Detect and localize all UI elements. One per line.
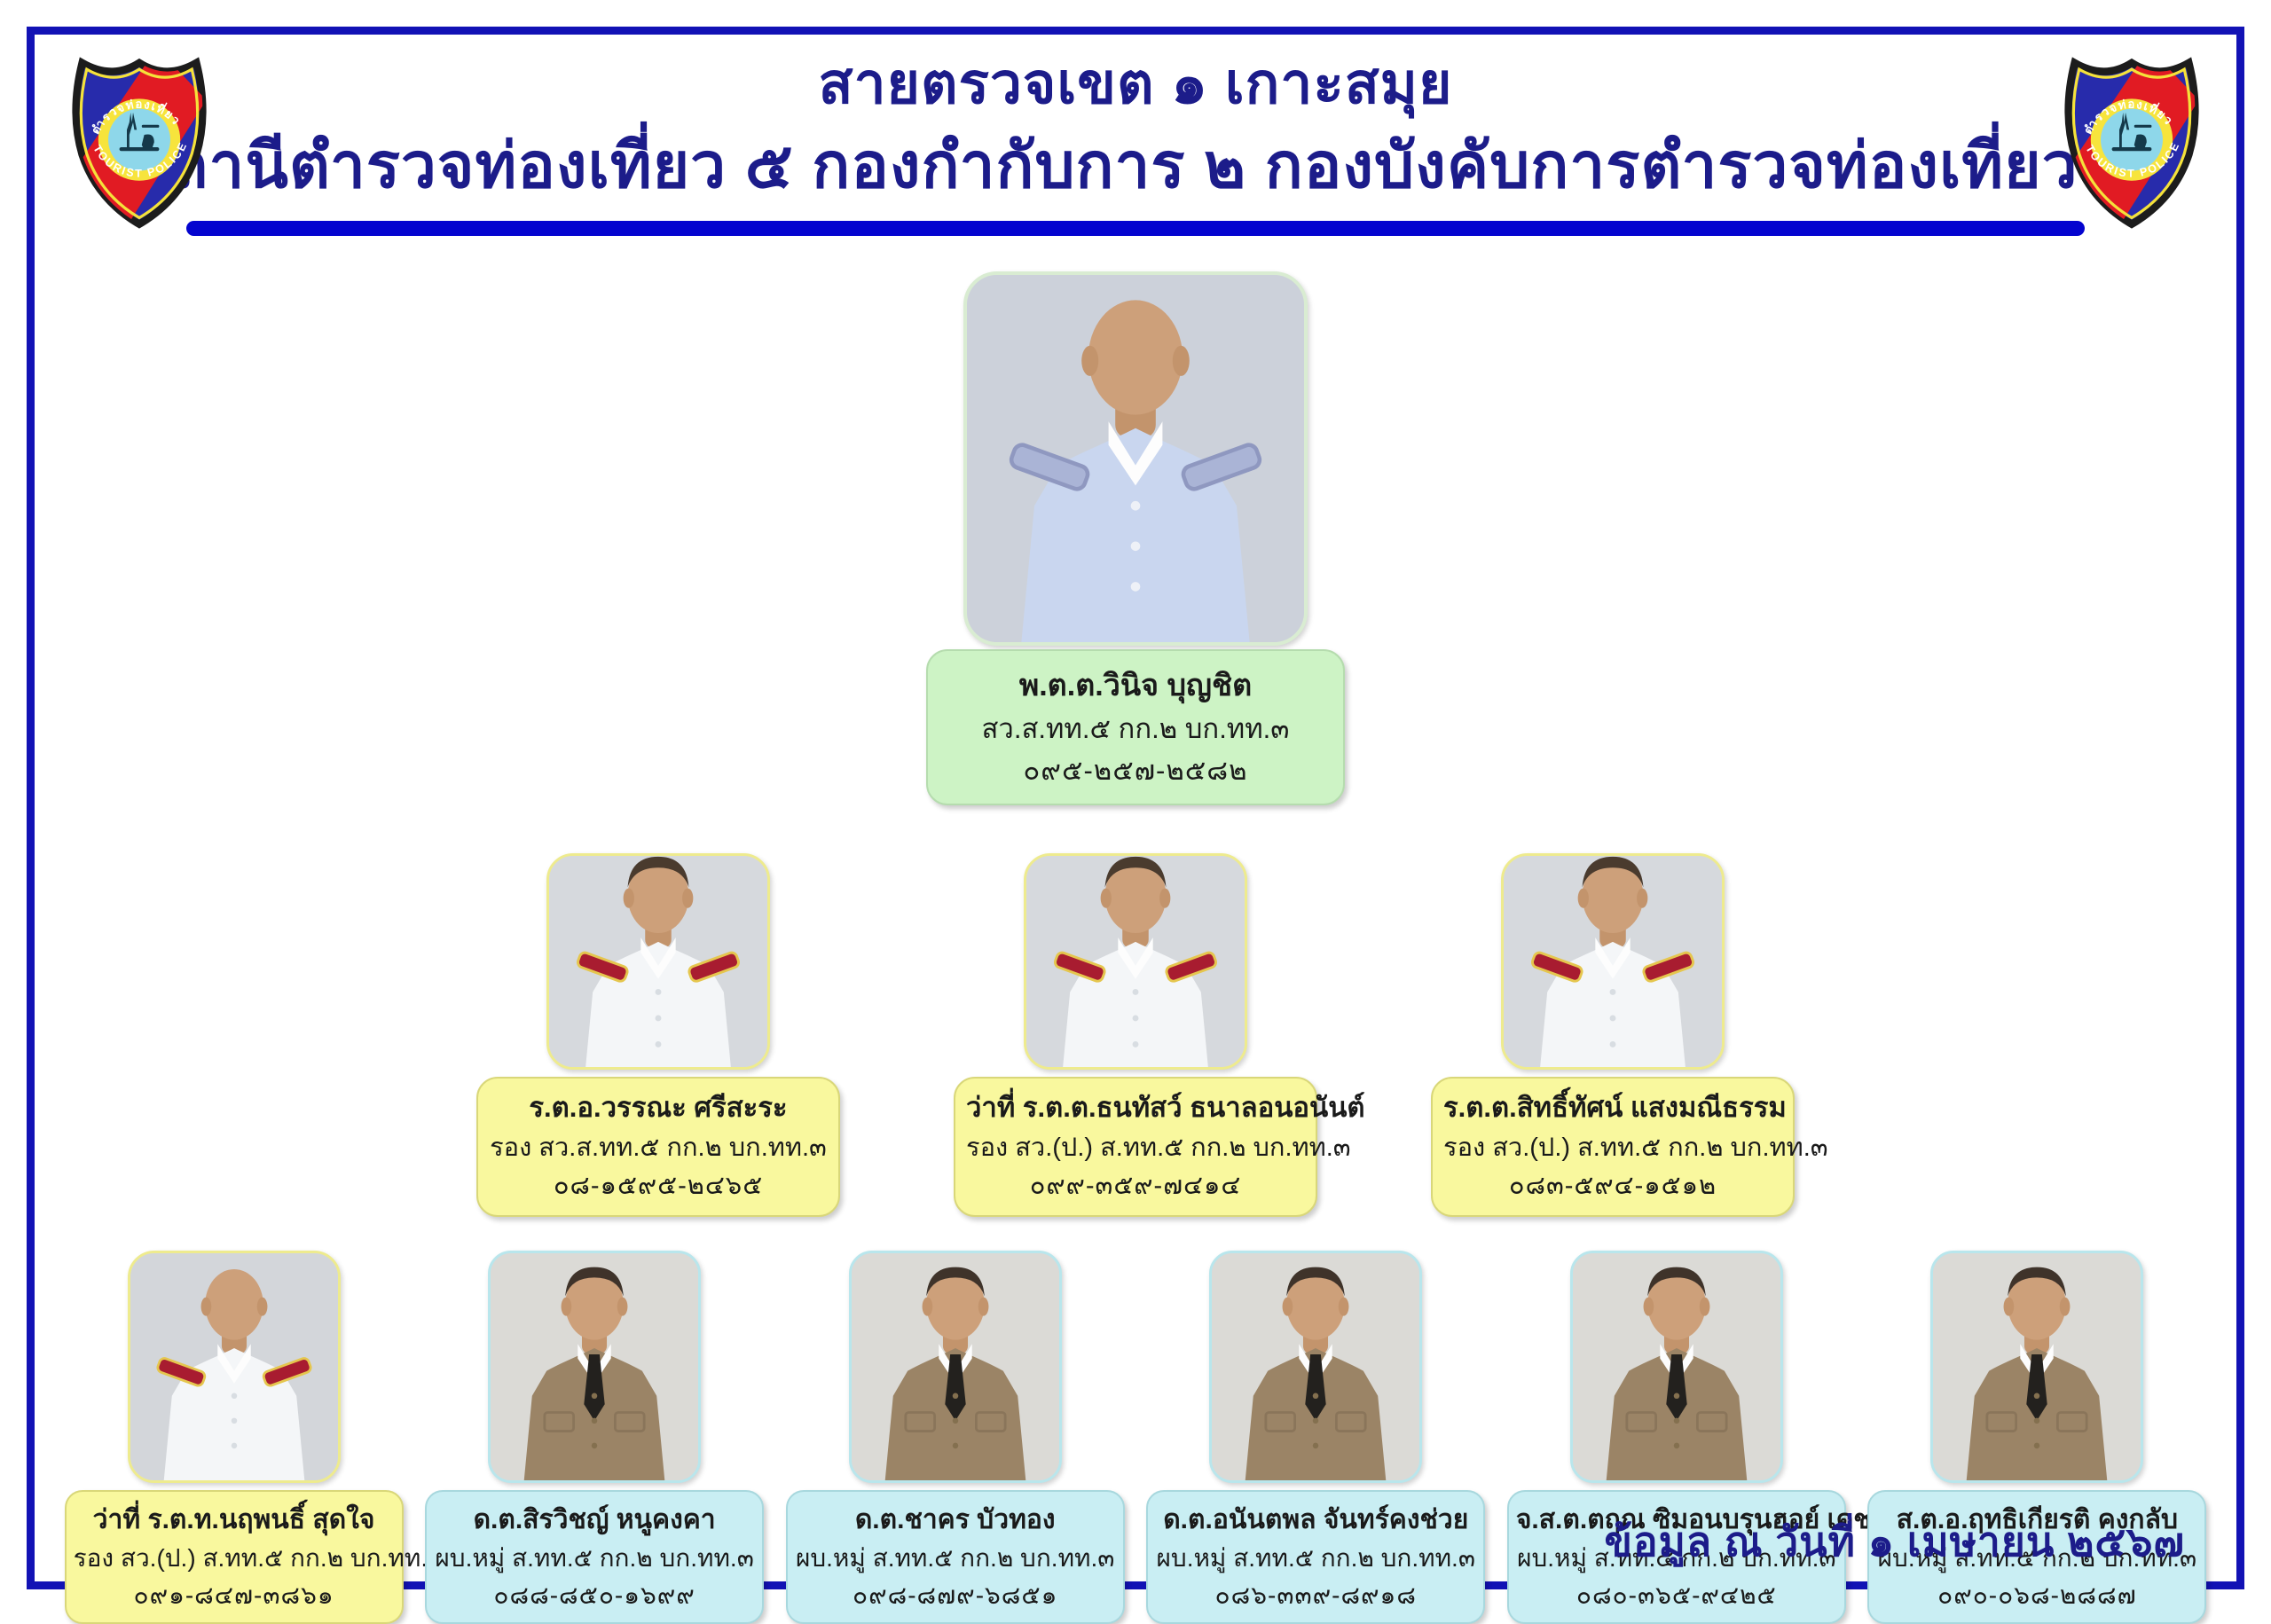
officer-phone: ๐๙๑-๘๔๗-๓๘๖๑	[133, 1581, 334, 1609]
officer-position: ผบ.หมู่ ส.ทท.๕ กก.๒ บก.ทท.๓	[795, 1543, 1115, 1572]
officer-position: ผบ.หมู่ ส.ทท.๕ กก.๒ บก.ทท.๓	[1877, 1543, 2197, 1572]
officer-photo-deputy-3	[1501, 853, 1725, 1071]
officer-card-staff-1: ว่าที่ ร.ต.ท.นฤพนธิ์ สุดใจ รอง สว.(ป.) ส…	[60, 1250, 445, 1624]
officer-photo-staff-3	[848, 1250, 1062, 1483]
officer-photo-staff-5	[1569, 1250, 1783, 1483]
officer-photo-commander	[963, 271, 1308, 647]
officer-photo-staff-1	[127, 1250, 341, 1483]
officer-label-deputy-1: ร.ต.อ.วรรณะ ศรีสะระ รอง สว.ส.ทท.๕ กก.๒ บ…	[476, 1077, 840, 1217]
officer-photo-deputy-1	[546, 853, 770, 1071]
officer-card-staff-3: ด.ต.ชาคร บัวทอง ผบ.หมู่ ส.ทท.๕ กก.๒ บก.ท…	[782, 1250, 1129, 1624]
tourist-police-badge-right	[2057, 47, 2206, 235]
officer-position: ผบ.หมู่ ส.ทท.๕ กก.๒ บก.ทท.๓	[1156, 1543, 1475, 1572]
officer-name: ด.ต.อนันตพล จันทร์คงช่วย	[1163, 1504, 1469, 1534]
title-underline	[186, 221, 2085, 237]
officer-name: ว่าที่ ร.ต.ต.ธนทัสว์ ธนาลอนอนันต์	[966, 1092, 1365, 1124]
officer-position: สว.ส.ทท.๕ กก.๒ บก.ทท.๓	[981, 713, 1290, 745]
officer-label-staff-5: จ.ส.ต.ตฤณ ซิมอนบรุนฮอย์ เดชเดโช ผบ.หมู่ …	[1506, 1489, 1930, 1624]
officer-card-commander: พ.ต.ต.วินิจ บุญชิต สว.ส.ทท.๕ กก.๒ บก.ทท.…	[926, 271, 1345, 806]
officer-label-staff-6: ส.ต.อ.ฤทธิเกียรติ คงกลับ ผบ.หมู่ ส.ทท.๕ …	[1867, 1489, 2207, 1624]
officer-name: ด.ต.สิรวิชญ์ หนูคงคา	[473, 1504, 716, 1534]
officer-name: ส.ต.อ.ฤทธิเกียรติ คงกลับ	[1896, 1504, 2179, 1534]
officer-phone: ๐๙๕-๒๕๗-๒๕๘๒	[1023, 754, 1248, 786]
officer-phone: ๐๙๐-๐๖๘-๒๘๘๗	[1937, 1581, 2137, 1609]
staff-row: ว่าที่ ร.ต.ท.นฤพนธิ์ สุดใจ รอง สว.(ป.) ส…	[35, 1250, 2236, 1624]
poster-frame: สายตรวจเขต ๑ เกาะสมุย สถานีตำรวจท่องเที่…	[27, 27, 2244, 1624]
officer-position: ผบ.หมู่ ส.ทท.๕ กก.๒ บก.ทท.๓	[435, 1543, 754, 1572]
officer-card-staff-5: จ.ส.ต.ตฤณ ซิมอนบรุนฮอย์ เดชเดโช ผบ.หมู่ …	[1503, 1250, 1930, 1624]
data-as-of-date: ข้อมูล ณ วันที่ ๑ เมษายน ๒๕๖๗	[1604, 1518, 2185, 1565]
tourist-police-badge-left	[65, 47, 214, 235]
officer-card-staff-2: ด.ต.สิรวิชญ์ หนูคงคา ผบ.หมู่ ส.ทท.๕ กก.๒…	[420, 1250, 768, 1624]
officer-phone: ๐๘๐-๓๖๕-๙๔๒๕	[1576, 1581, 1777, 1609]
officer-card-staff-4: ด.ต.อนันตพล จันทร์คงช่วย ผบ.หมู่ ส.ทท.๕ …	[1142, 1250, 1489, 1624]
officer-name: ด.ต.ชาคร บัวทอง	[854, 1504, 1056, 1534]
officer-phone: ๐๘-๑๕๙๕-๒๔๖๕	[553, 1172, 764, 1201]
officer-phone: ๐๘๓-๕๙๔-๑๕๑๒	[1508, 1172, 1717, 1201]
commander-row: พ.ต.ต.วินิจ บุญชิต สว.ส.ทท.๕ กก.๒ บก.ทท.…	[35, 271, 2236, 806]
officer-name: พ.ต.ต.วินิจ บุญชิต	[1018, 669, 1253, 703]
officer-label-staff-3: ด.ต.ชาคร บัวทอง ผบ.หมู่ ส.ทท.๕ กก.๒ บก.ท…	[785, 1489, 1125, 1624]
officer-label-staff-1: ว่าที่ ร.ต.ท.นฤพนธิ์ สุดใจ รอง สว.(ป.) ส…	[64, 1489, 445, 1624]
officer-phone: ๐๙๘-๘๗๙-๖๘๕๑	[853, 1581, 1058, 1609]
officer-label-deputy-3: ร.ต.ต.สิทธิ์ทัศน์ แสงมณีธรรม รอง สว.(ป.)…	[1431, 1077, 1828, 1217]
officer-phone: ๐๘๘-๘๕๐-๑๖๙๙	[493, 1581, 695, 1609]
officer-label-deputy-2: ว่าที่ ร.ต.ต.ธนทัสว์ ธนาลอนอนันต์ รอง สว…	[954, 1077, 1365, 1217]
page-title-station: สถานีตำรวจท่องเที่ยว ๕ กองกำกับการ ๒ กอง…	[130, 131, 2141, 202]
officer-card-staff-6: ส.ต.อ.ฤทธิเกียรติ คงกลับ ผบ.หมู่ ส.ทท.๕ …	[1863, 1250, 2211, 1624]
officer-position: รอง สว.ส.ทท.๕ กก.๒ บก.ทท.๓	[490, 1133, 827, 1162]
officer-photo-staff-6	[1930, 1250, 2144, 1483]
officer-phone: ๐๘๖-๓๓๙-๘๙๑๘	[1214, 1581, 1417, 1609]
officer-position: รอง สว.(ป.) ส.ทท.๕ กก.๒ บก.ทท.๓	[73, 1543, 445, 1572]
org-chart: พ.ต.ต.วินิจ บุญชิต สว.ส.ทท.๕ กก.๒ บก.ทท.…	[35, 271, 2236, 1624]
officer-position: รอง สว.(ป.) ส.ทท.๕ กก.๒ บก.ทท.๓	[966, 1133, 1351, 1162]
officer-photo-staff-4	[1209, 1250, 1423, 1483]
officer-label-staff-4: ด.ต.อนันตพล จันทร์คงช่วย ผบ.หมู่ ส.ทท.๕ …	[1146, 1489, 1486, 1624]
page-title-zone: สายตรวจเขต ๑ เกาะสมุย	[818, 51, 1453, 115]
officer-card-deputy-2: ว่าที่ ร.ต.ต.ธนทัสว์ ธนาลอนอนันต์ รอง สว…	[954, 853, 1365, 1217]
header: สายตรวจเขต ๑ เกาะสมุย สถานีตำรวจท่องเที่…	[35, 35, 2236, 237]
officer-position: ผบ.หมู่ ส.ทท.๕ กก.๒ บก.ทท.๓	[1517, 1543, 1836, 1572]
officer-card-deputy-1: ร.ต.อ.วรรณะ ศรีสะระ รอง สว.ส.ทท.๕ กก.๒ บ…	[476, 853, 840, 1217]
officer-label-commander: พ.ต.ต.วินิจ บุญชิต สว.ส.ทท.๕ กก.๒ บก.ทท.…	[926, 649, 1345, 806]
officer-photo-deputy-2	[1024, 853, 1247, 1071]
officer-position: รอง สว.(ป.) ส.ทท.๕ กก.๒ บก.ทท.๓	[1443, 1133, 1828, 1162]
officer-name: ร.ต.ต.สิทธิ์ทัศน์ แสงมณีธรรม	[1443, 1092, 1787, 1124]
officer-phone: ๐๙๙-๓๕๙-๗๔๑๔	[1029, 1172, 1242, 1201]
officer-card-deputy-3: ร.ต.ต.สิทธิ์ทัศน์ แสงมณีธรรม รอง สว.(ป.)…	[1431, 853, 1828, 1217]
officer-name: ว่าที่ ร.ต.ท.นฤพนธิ์ สุดใจ	[92, 1504, 375, 1534]
deputies-row: ร.ต.อ.วรรณะ ศรีสะระ รอง สว.ส.ทท.๕ กก.๒ บ…	[35, 853, 2236, 1217]
officer-photo-staff-2	[488, 1250, 702, 1483]
officer-name: ร.ต.อ.วรรณะ ศรีสะระ	[529, 1092, 788, 1124]
officer-label-staff-2: ด.ต.สิรวิชญ์ หนูคงคา ผบ.หมู่ ส.ทท.๕ กก.๒…	[425, 1489, 765, 1624]
